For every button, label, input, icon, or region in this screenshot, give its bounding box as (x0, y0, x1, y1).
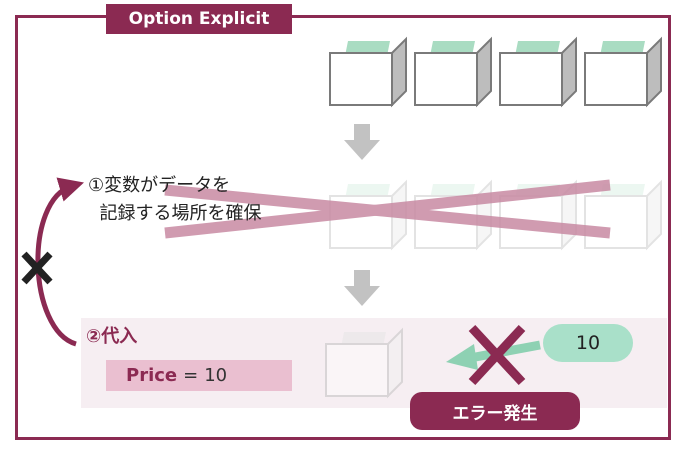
box-icon (414, 36, 492, 108)
code-statement: Price = 10 (106, 360, 292, 391)
box-row-top (329, 36, 662, 108)
diagram-frame (15, 15, 671, 440)
box-icon (584, 179, 662, 251)
step1-line2: 記録する場所を確保 (99, 203, 262, 224)
down-arrow-icon (344, 124, 380, 160)
down-arrow-icon (344, 270, 380, 306)
error-badge-text: エラー発生 (452, 403, 538, 424)
error-badge: エラー発生 (410, 392, 580, 430)
title-tab: Option Explicit (106, 4, 292, 34)
box-icon (584, 36, 662, 108)
value-pill-text: 10 (575, 332, 601, 354)
step2-label: ②代入 (86, 326, 138, 347)
step1-label: ①変数がデータを 記録する場所を確保 (88, 172, 261, 228)
value-pill: 10 (543, 324, 633, 362)
error-x-icon (468, 324, 526, 386)
box-icon (499, 36, 577, 108)
assigned-value: 10 (204, 365, 228, 386)
title-text: Option Explicit (128, 9, 270, 29)
x-mark-icon (21, 251, 53, 285)
box-icon (325, 327, 403, 399)
box-icon (329, 36, 407, 108)
variable-name: Price (126, 365, 178, 386)
assign-operator: = (183, 365, 199, 386)
step1-line1: ①変数がデータを (88, 175, 231, 196)
strike-cross-icon (164, 179, 611, 239)
